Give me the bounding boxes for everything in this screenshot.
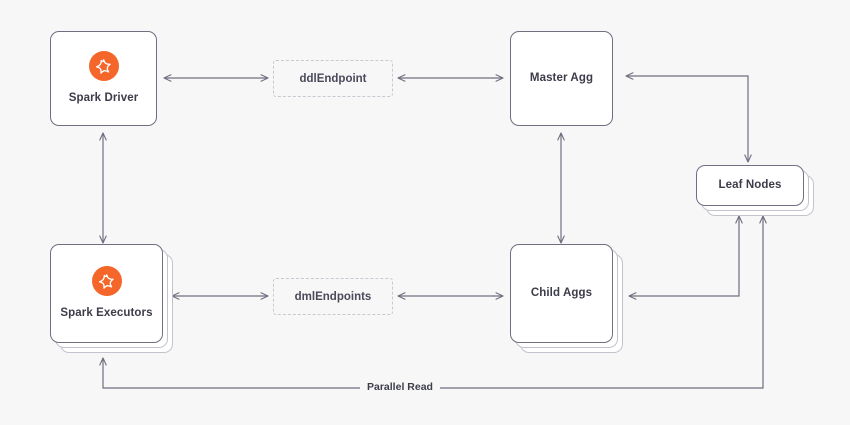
node-leaf-nodes[interactable]: Leaf Nodes (696, 165, 804, 206)
node-label: Spark Executors (60, 307, 153, 320)
node-spark-driver[interactable]: Spark Driver (50, 31, 157, 126)
edge-label-parallel-read: Parallel Read (360, 381, 440, 393)
node-spark-executors[interactable]: Spark Executors (50, 244, 163, 343)
node-master-agg[interactable]: Master Agg (510, 31, 613, 126)
endpoint-label: ddlEndpoint (299, 72, 367, 85)
spark-logo-icon (88, 51, 119, 82)
endpoint-dml[interactable]: dmlEndpoints (273, 278, 393, 315)
node-child-aggs[interactable]: Child Aggs (510, 244, 613, 343)
node-label: Master Agg (529, 71, 594, 84)
edge-childaggs-leafnodes (628, 215, 743, 300)
endpoint-ddl[interactable]: ddlEndpoint (273, 60, 393, 97)
node-label: Child Aggs (530, 286, 593, 299)
node-label: Leaf Nodes (718, 178, 782, 191)
endpoint-label: dmlEndpoints (294, 290, 372, 303)
spark-logo-icon (91, 266, 122, 297)
node-label: Spark Driver (68, 92, 139, 105)
edge-masteragg-leafnodes (625, 72, 752, 163)
edge-parallel-read (99, 215, 767, 389)
